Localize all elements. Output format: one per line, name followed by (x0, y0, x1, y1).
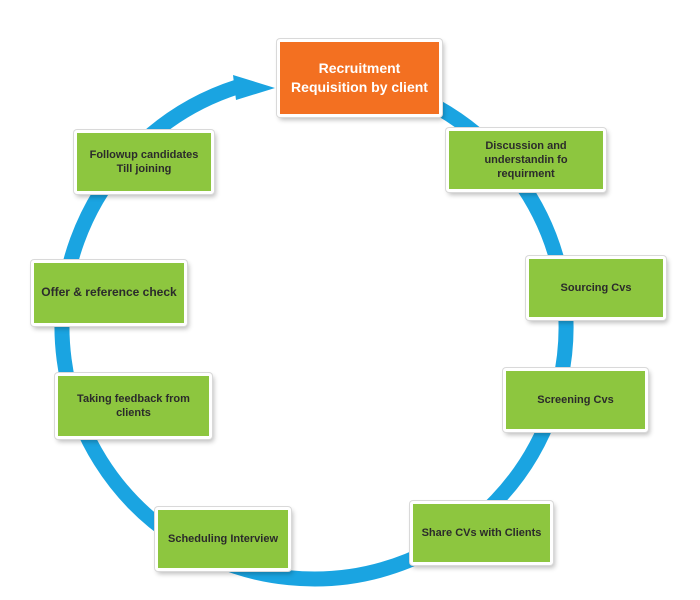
step-label: Followup candidates Till joining (89, 148, 199, 175)
step-label: Scheduling Interview (167, 532, 279, 545)
step-offer-reference-check: Offer & reference check (31, 260, 187, 326)
step-label: Offer & reference check (41, 285, 177, 300)
step-recruitment-requisition: Recruitment Requisition by client (277, 39, 442, 117)
step-screening-cvs: Screening Cvs (503, 368, 648, 432)
step-label: Recruitment Requisition by client (291, 60, 428, 95)
step-scheduling-interview: Scheduling Interview (155, 507, 291, 571)
step-label: Screening Cvs (537, 393, 614, 406)
step-sourcing-cvs: Sourcing Cvs (526, 256, 666, 320)
step-label: Discussion and understandin fo requirmen… (484, 139, 568, 181)
arrowhead-icon (233, 75, 275, 100)
step-followup-candidates: Followup candidates Till joining (74, 130, 214, 194)
step-label: Taking feedback from clients (77, 392, 190, 419)
step-label: Share CVs with Clients (421, 526, 542, 539)
step-taking-feedback: Taking feedback from clients (55, 373, 212, 439)
step-label: Sourcing Cvs (560, 281, 632, 294)
step-share-cvs: Share CVs with Clients (410, 501, 553, 565)
step-discussion: Discussion and understandin fo requirmen… (446, 128, 606, 192)
